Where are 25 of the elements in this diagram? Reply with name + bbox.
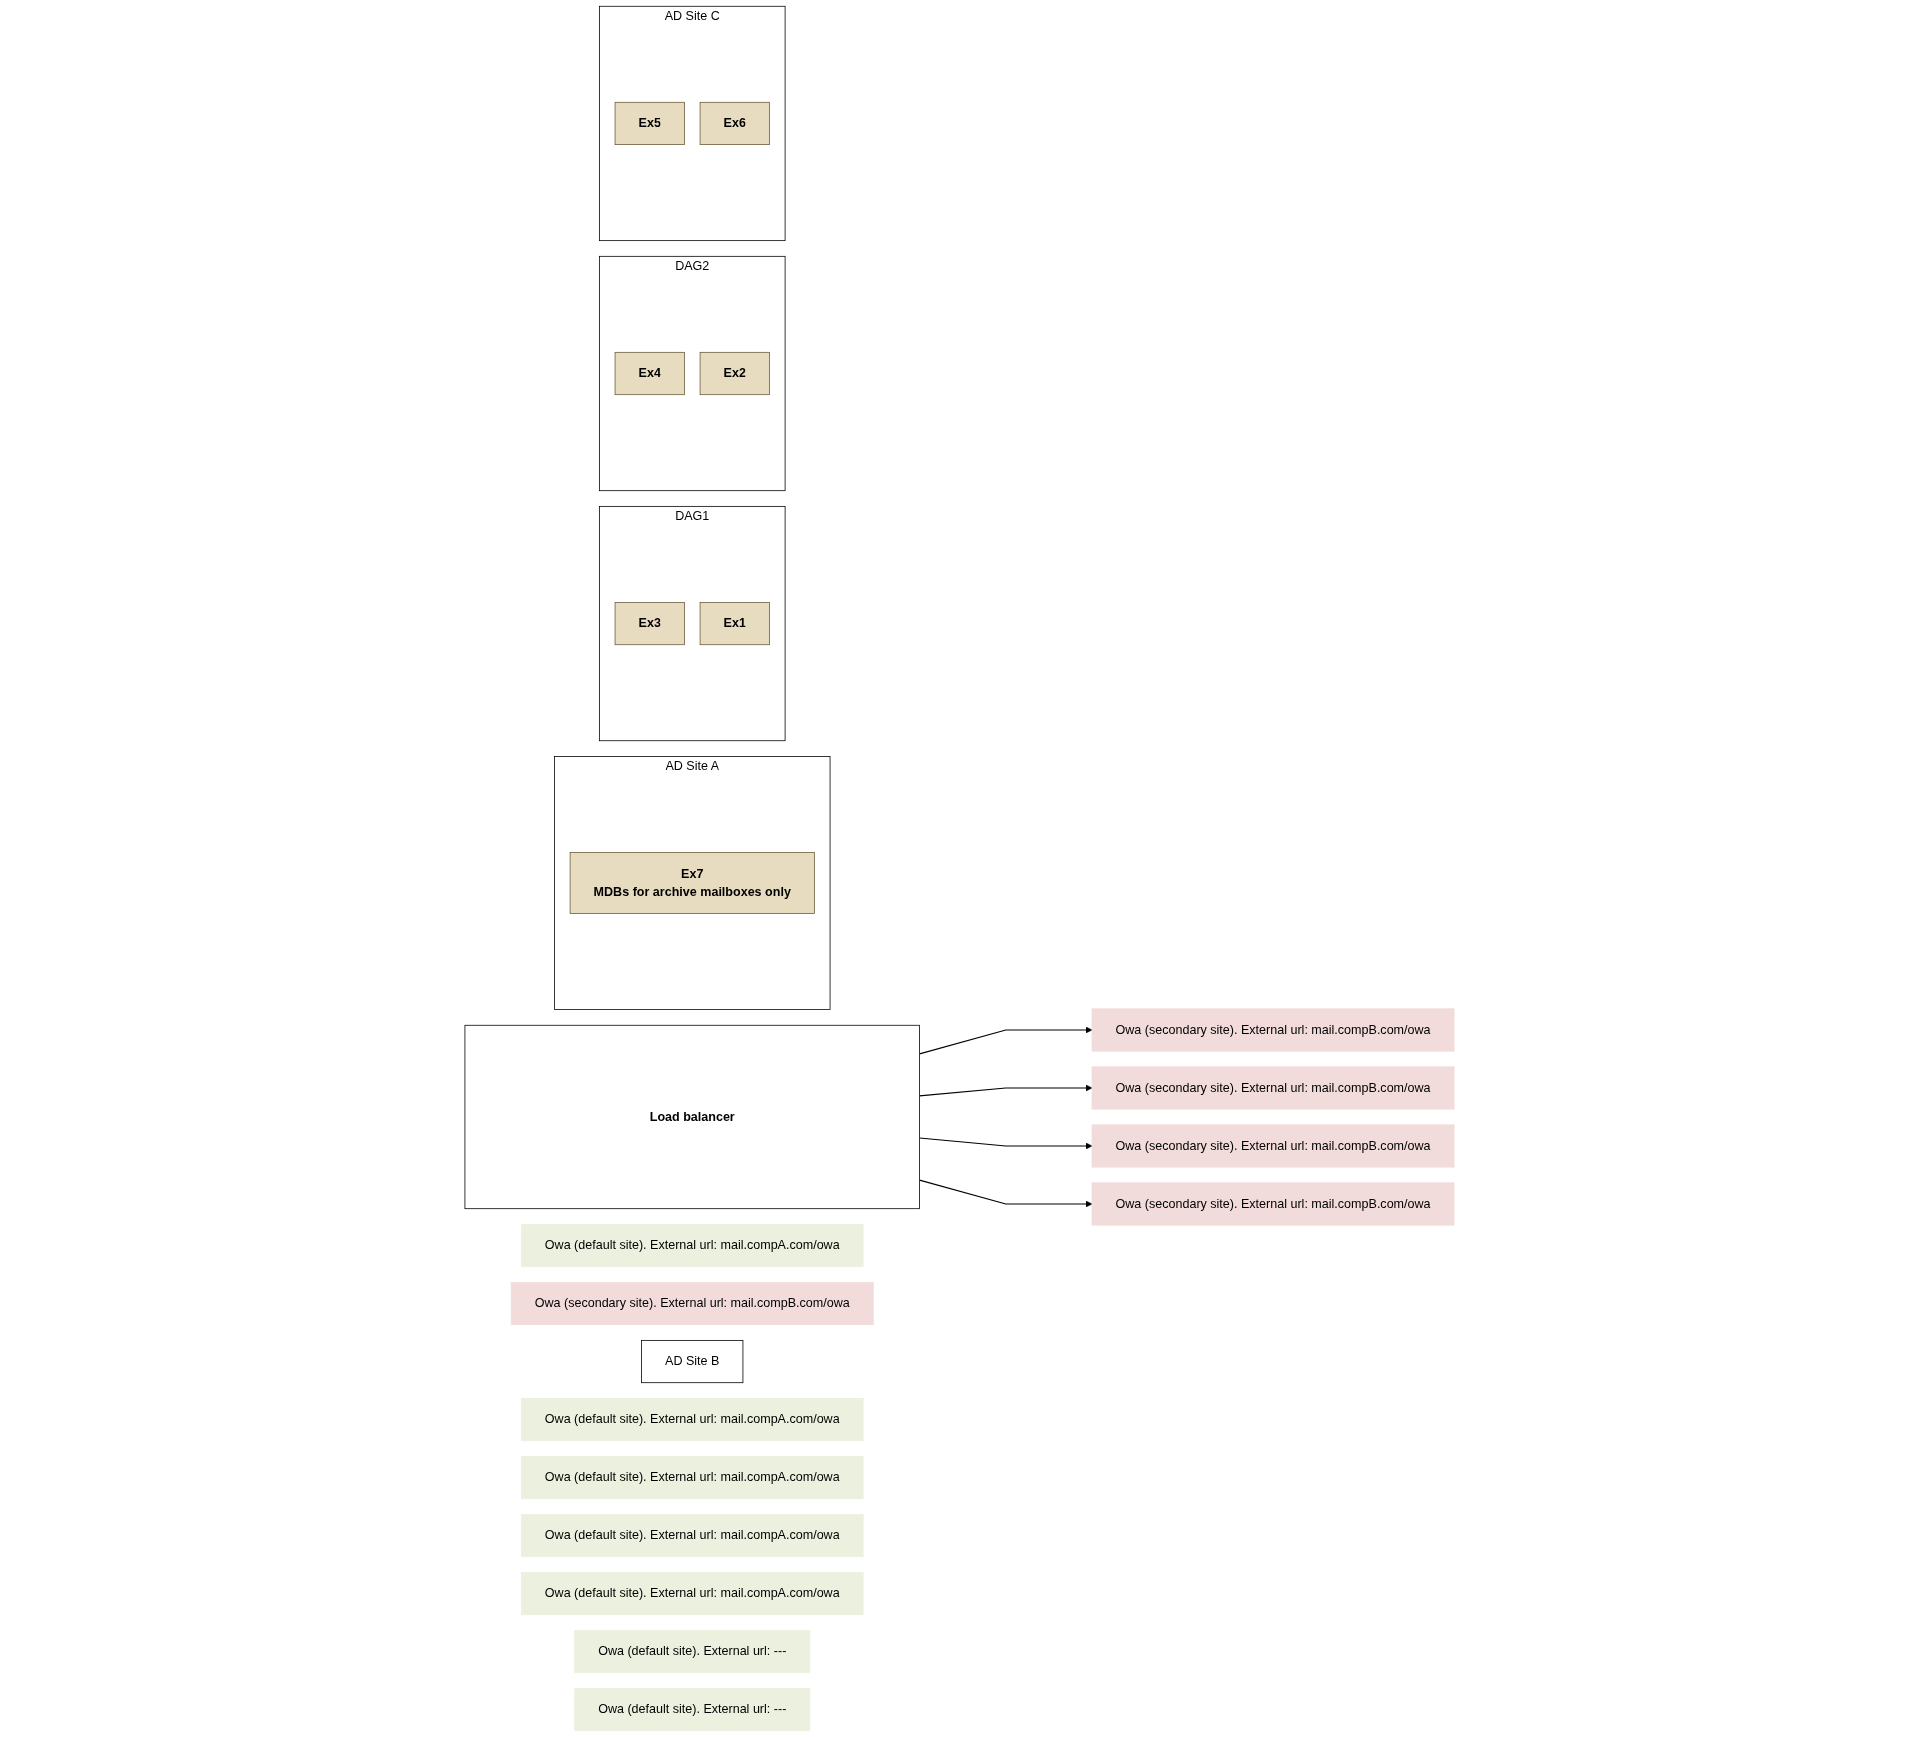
node-box: Owa (default site). External url: mail.compA.com/owa <box>520 1456 864 1500</box>
node-box: Owa (secondary site). External url: mail.compB.com/owa <box>1091 1182 1455 1226</box>
node-box: Owa (default site). External url: --- <box>574 1688 811 1732</box>
node-box: Owa (default site). External url: mail.compA.com/owa <box>520 1223 864 1268</box>
arrow <box>918 1026 1093 1055</box>
node-box: Ex6 <box>699 101 770 145</box>
arrow <box>918 1179 1093 1208</box>
node-box: Ex3 <box>614 602 685 646</box>
node-box: Owa (secondary site). External url: mail.compB.com/owa <box>1091 1008 1455 1052</box>
node-box: Load balancer <box>464 1024 920 1210</box>
node-box: Owa (secondary site). External url: mail.compB.com/owa <box>1091 1066 1455 1110</box>
node-box: Ex7 MDBs for archive mailboxes only <box>569 852 815 914</box>
node-box: Owa (default site). External url: mail.compA.com/owa <box>520 1398 864 1442</box>
node-box: Owa (secondary site). External url: mail.compB.com/owa <box>510 1281 874 1326</box>
node-box: Owa (default site). External url: mail.compA.com/owa <box>520 1572 864 1616</box>
arrow <box>918 1084 1093 1097</box>
node-box: Ex5 <box>614 101 685 145</box>
node-box: Ex2 <box>699 351 770 396</box>
node-box: Owa (default site). External url: --- <box>574 1630 811 1674</box>
node-box: Ex4 <box>614 351 685 396</box>
node-box: Owa (default site). External url: mail.compA.com/owa <box>520 1514 864 1558</box>
node-box: Owa (secondary site). External url: mail.compB.com/owa <box>1091 1124 1455 1168</box>
node-box: AD Site B <box>641 1339 744 1384</box>
node-box: Ex1 <box>699 602 770 646</box>
arrow <box>918 1137 1093 1150</box>
